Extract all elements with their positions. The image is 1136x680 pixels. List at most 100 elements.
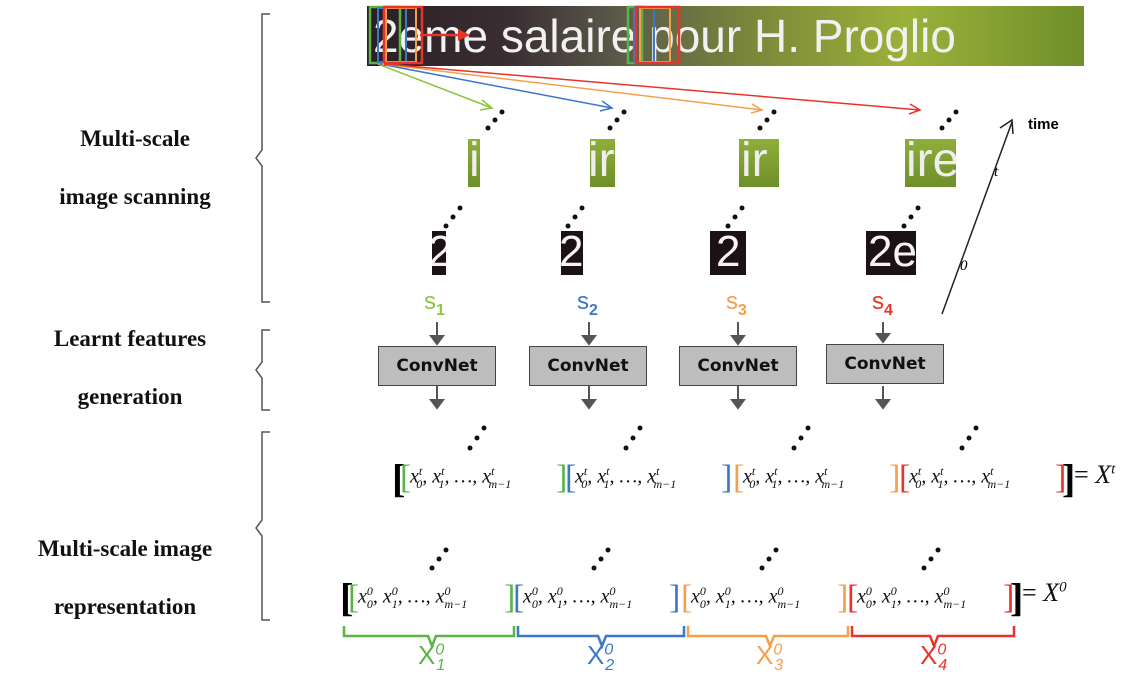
scan-window-red-2	[634, 5, 681, 65]
dots-between-rows	[429, 547, 941, 571]
row-0-group-2-open: [	[513, 579, 525, 616]
xt-outer-open: [	[392, 456, 406, 501]
crop-top-2-text: ir	[590, 139, 615, 187]
stage-braces	[255, 13, 270, 621]
arrow-scale-1-head	[479, 99, 494, 111]
row-t-group-2-open: [	[565, 459, 577, 496]
row-t-group-3-open: [	[733, 459, 745, 496]
crop-top-2: ir	[590, 139, 615, 187]
crop-bottom-4: 2e	[866, 231, 916, 275]
time-axis-start-label: 0	[960, 258, 968, 274]
x-label-1-base: X	[418, 640, 436, 670]
crop-bottom-4-text: 2e	[868, 231, 916, 275]
x-label-3-sup: 0	[773, 641, 783, 659]
xt-outer-close: ]	[1062, 456, 1076, 501]
scale-label-4-base: s	[872, 288, 884, 315]
dots-top-crops	[485, 109, 959, 131]
x0-result-sup: 0	[1059, 579, 1067, 596]
x-label-2-sup: 0	[604, 641, 614, 659]
underbrace-1	[342, 626, 516, 650]
arrow-scale-2	[379, 63, 613, 109]
row-0-group-1-open: [	[348, 579, 360, 616]
x-label-1: X01	[418, 640, 445, 675]
stage-label-features-line1: Learnt features	[53, 326, 207, 351]
row-t-group-4-close: ]	[1055, 459, 1067, 496]
x-label-1-sup: 0	[435, 641, 445, 659]
scale-label-1-base: s	[424, 288, 436, 315]
x-label-3-base: X	[756, 640, 774, 670]
stage-label-features-line2: generation	[77, 384, 183, 409]
crop-bottom-1-text: 2	[432, 231, 446, 275]
row-0-group-4-terms: x00, x01, …, x0m−1	[857, 584, 967, 611]
x0-outer-close: ]	[1010, 575, 1024, 620]
x-label-3: X03	[756, 640, 783, 675]
arrow-scale-4	[383, 63, 921, 111]
scale-label-1: s1	[424, 288, 445, 320]
stage-label-representation-line2: representation	[53, 594, 197, 619]
x-label-2: X02	[587, 640, 614, 675]
crop-bottom-3-text: 2	[716, 231, 741, 275]
x-label-4-base: X	[920, 640, 938, 670]
underbrace-4	[850, 626, 1016, 650]
arrow-scale-4-head	[908, 103, 922, 115]
stage-label-scanning-line1: Multi-scale	[80, 126, 190, 151]
x-label-3-sub: 3	[774, 657, 784, 675]
dots-above-xt	[467, 425, 979, 451]
scale-label-2: s2	[577, 288, 598, 320]
row-t-group-3-close: ]	[889, 459, 901, 496]
arrow-scale-2-head	[599, 100, 614, 112]
row-t-group-2-close: ]	[721, 459, 733, 496]
row-0-group-3-open: [	[681, 579, 693, 616]
row-0-group-1-close: ]	[504, 579, 516, 616]
x-label-4-sup: 0	[937, 641, 947, 659]
x0-result-symbol: X	[1043, 578, 1060, 607]
row-0-group-3-close: ]	[837, 579, 849, 616]
scale-label-3-base: s	[726, 288, 738, 315]
scale-label-2-base: s	[577, 288, 589, 315]
x-label-2-sub: 2	[605, 657, 615, 675]
row-t-group-1-close: ]	[556, 459, 568, 496]
x-label-4: X04	[920, 640, 947, 675]
row-t-group-4-open: [	[899, 459, 911, 496]
convnet-box-1: ConvNet	[378, 346, 496, 386]
xt-result: = Xt	[1074, 460, 1116, 489]
x-label-2-base: X	[587, 640, 605, 670]
row-0-group-1-terms: x00, x01, …, x0m−1	[358, 584, 468, 611]
row-0-group-3-terms: x00, x01, …, x0m−1	[691, 584, 801, 611]
source-image-banner: 2eme salaire pour H. Proglio	[367, 6, 1084, 66]
brace-representation	[255, 431, 270, 621]
time-axis-head	[999, 118, 1014, 135]
dots-mid-crops	[443, 205, 921, 229]
row-t-group-1-open: [	[400, 459, 412, 496]
stage-label-scanning-line2: image scanning	[59, 184, 211, 209]
stage-label-scanning: Multi-scale image scanning	[20, 110, 250, 226]
banner-text: 2eme salaire pour H. Proglio	[373, 10, 956, 62]
scan-window-blue	[377, 7, 407, 63]
crop-top-4-text: ire	[906, 139, 956, 187]
convnet-box-3: ConvNet	[679, 346, 797, 386]
underbrace-2	[516, 626, 686, 650]
arrow-scale-3-head	[750, 103, 764, 114]
crop-top-1: i	[468, 139, 480, 187]
crop-bottom-2: 2	[561, 231, 583, 275]
shift-arrow-head	[458, 29, 470, 41]
crop-bottom-1: 2	[432, 231, 446, 275]
row-0-group-4-open: [	[847, 579, 859, 616]
scale-label-4: s4	[872, 288, 893, 320]
row-t-group-4-terms: xt0, xt1, …, xtm−1	[909, 464, 1011, 491]
scale-label-3-sub: 3	[738, 301, 747, 319]
convnet-box-2: ConvNet	[529, 346, 647, 386]
convnet-box-4: ConvNet	[826, 344, 944, 384]
row-0-group-4-close: ]	[1003, 579, 1015, 616]
scale-label-1-sub: 1	[436, 301, 445, 319]
flow-arrows	[429, 322, 891, 410]
xt-result-sup: t	[1111, 461, 1116, 478]
crop-bottom-2-text: 2	[561, 231, 583, 275]
crop-top-3-text: ir	[741, 139, 768, 187]
x0-outer-open: [	[340, 575, 354, 620]
scale-label-4-sub: 4	[884, 301, 893, 319]
stage-label-representation: Multi-scale image representation	[0, 520, 250, 636]
scale-label-2-sub: 2	[589, 301, 598, 319]
crop-top-4: ire	[905, 139, 956, 187]
